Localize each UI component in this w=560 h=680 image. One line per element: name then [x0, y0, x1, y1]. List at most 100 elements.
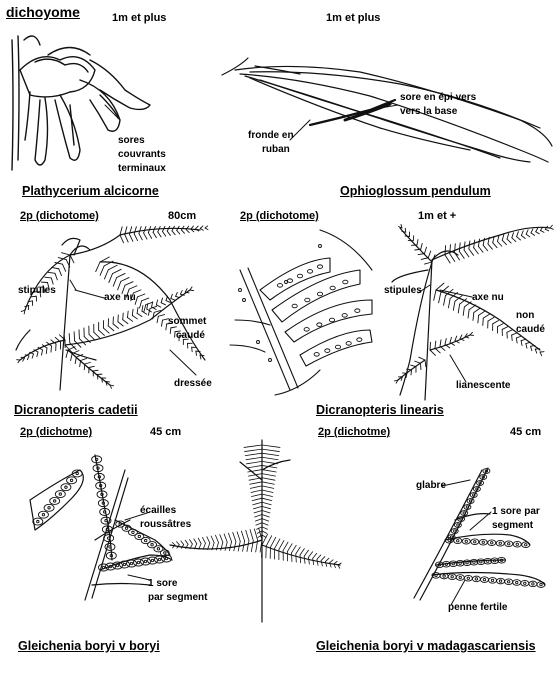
label-axe-cadetii: axe nu	[104, 292, 136, 303]
sorus	[156, 547, 161, 551]
pinnule-lobe	[105, 562, 116, 571]
pinnule-lobe	[127, 528, 138, 536]
leaflet	[202, 537, 206, 544]
leaflet	[141, 305, 144, 312]
leaflet	[145, 301, 154, 306]
label-ecailles-2: roussâtres	[140, 519, 192, 530]
sorus	[450, 575, 454, 579]
leaflet	[165, 300, 171, 303]
species-ophioglossum: Ophioglossum pendulum	[340, 184, 491, 198]
leaflet	[204, 225, 209, 229]
leaflet	[520, 230, 524, 236]
leaflet	[261, 497, 273, 502]
pinnule-lobe	[469, 559, 479, 566]
leaflet	[180, 540, 185, 545]
leaflet	[454, 335, 458, 342]
sorus	[316, 291, 324, 297]
leaflet	[57, 257, 67, 261]
sorus	[464, 539, 468, 543]
leaflet	[444, 254, 451, 264]
leaflet	[220, 541, 224, 551]
leaflet	[459, 334, 463, 340]
leaflet	[131, 308, 134, 316]
leaflet	[101, 377, 103, 383]
label-stipules-linearis: stipules	[384, 285, 422, 296]
leaflet	[117, 280, 122, 291]
pinnule-lobe	[461, 538, 471, 545]
leaflet	[185, 225, 190, 231]
sorus	[124, 526, 129, 530]
leaflet	[193, 538, 198, 545]
leaflet	[320, 560, 323, 567]
leaflet	[143, 304, 147, 313]
leaflet	[248, 473, 263, 477]
leaflet	[257, 534, 263, 538]
leaflet	[27, 300, 33, 303]
leaflet	[454, 243, 456, 253]
size-madagascariensis: 45 cm	[510, 426, 542, 438]
pinnule-lobe	[470, 538, 480, 546]
leaflet	[261, 510, 271, 514]
leaflet	[534, 348, 540, 350]
leaflet	[152, 231, 157, 239]
sorus	[499, 558, 504, 562]
leaflet	[473, 307, 481, 313]
header-cadetii: 2p (dichotome)	[20, 210, 99, 222]
label-lianescente: lianescente	[456, 380, 511, 391]
leaflet	[324, 561, 328, 567]
pinnule-lobe	[161, 554, 172, 563]
pinnule-lobe	[497, 557, 506, 564]
leaflet	[47, 271, 56, 274]
leaflet	[133, 233, 139, 242]
leaflet	[247, 469, 263, 473]
leaflet	[501, 234, 505, 241]
leaflet	[549, 224, 553, 229]
sorus	[468, 499, 473, 503]
size-boryi: 45 cm	[150, 426, 182, 438]
leaflet	[535, 227, 539, 233]
sorus	[53, 499, 57, 503]
sorus	[150, 543, 154, 547]
leaflet	[80, 358, 88, 361]
leaflet	[250, 540, 254, 553]
pinnule-lobe	[450, 528, 459, 534]
leaflet	[166, 225, 171, 232]
leaflet	[174, 330, 181, 333]
leaflet	[160, 297, 164, 304]
sorus	[69, 478, 74, 482]
label-non-2: caudé	[516, 324, 545, 335]
label-ecailles-1: écailles	[140, 505, 177, 516]
leaflet	[261, 473, 276, 477]
pinnule-lobe	[60, 483, 72, 492]
leaflet	[39, 291, 42, 298]
leaflet	[165, 323, 168, 331]
leaflet	[184, 288, 188, 293]
leaflet	[229, 541, 232, 552]
leaflet	[224, 541, 228, 551]
leaflet	[255, 522, 263, 526]
leaflet	[246, 540, 250, 552]
sorus	[481, 475, 485, 479]
leaflet	[261, 526, 268, 530]
leaflet	[50, 277, 54, 285]
leaflet	[459, 298, 468, 305]
gleichenia-boryi-lobes	[32, 455, 172, 572]
leaflet	[117, 321, 124, 327]
pinnule-lobe	[469, 492, 478, 498]
leaflet	[251, 493, 263, 497]
sorus	[341, 313, 348, 318]
leaflet	[261, 489, 274, 493]
sorus	[329, 285, 336, 291]
leaflet	[299, 548, 305, 556]
leaflet	[444, 338, 447, 345]
leaflet	[137, 293, 146, 298]
leaflet	[20, 356, 25, 359]
label-sore-boryi-2: par segment	[148, 592, 208, 603]
pinnule-lobe	[104, 542, 116, 551]
leaflet	[447, 298, 451, 309]
leaflet	[149, 305, 158, 309]
leaflet	[17, 359, 21, 364]
leaflet	[439, 345, 446, 351]
label-sommet-2: caudé	[176, 330, 205, 341]
leaflet	[492, 242, 498, 249]
